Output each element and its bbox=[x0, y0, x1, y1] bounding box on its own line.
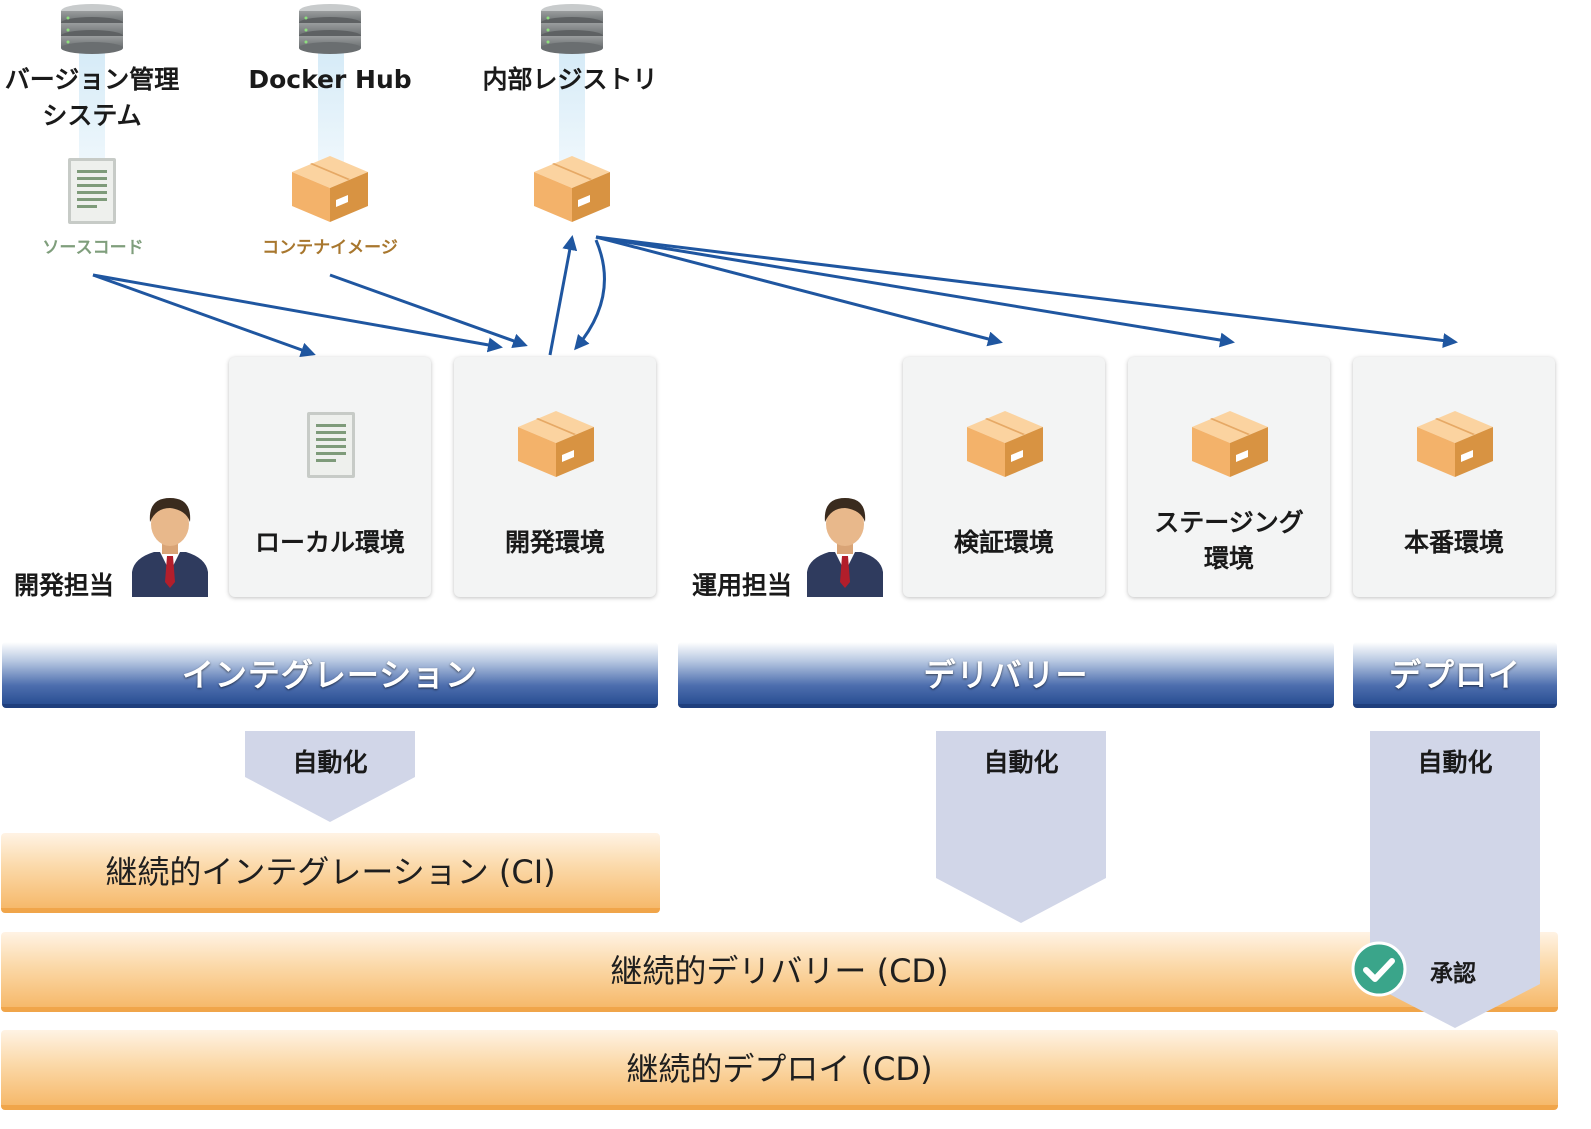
phase-integration: インテグレーション bbox=[2, 642, 658, 708]
source-label-vcs: バージョン管理 システム bbox=[4, 65, 180, 130]
arrow-registry-to-prod bbox=[595, 235, 1458, 348]
flow-arrows bbox=[92, 235, 1458, 358]
automation-label-ci: 自動化 bbox=[292, 748, 368, 777]
check-icon bbox=[1351, 941, 1407, 997]
source-beam-vcs bbox=[79, 52, 105, 162]
phase-deploy: デプロイ bbox=[1353, 642, 1557, 708]
env-dev: 開発環境 bbox=[454, 357, 656, 597]
source-beam-dockerhub bbox=[318, 52, 344, 162]
arrow-hub-to-dev bbox=[329, 273, 528, 349]
env-dev-label: 開発環境 bbox=[504, 528, 605, 557]
continuous-integration-bar: 継続的インテグレーション (CI) bbox=[1, 833, 660, 913]
automation-label-deploy: 自動化 bbox=[1417, 748, 1493, 777]
env-staging-label: ステージング 環境 bbox=[1154, 508, 1304, 573]
env-production-label: 本番環境 bbox=[1403, 528, 1504, 557]
env-production: 本番環境 bbox=[1353, 357, 1555, 597]
container-image-label: コンテナイメージ bbox=[262, 238, 398, 258]
env-verify-label: 検証環境 bbox=[953, 528, 1054, 557]
env-staging: ステージング 環境 bbox=[1128, 357, 1330, 597]
env-local-label: ローカル環境 bbox=[254, 528, 405, 557]
automation-label-delivery: 自動化 bbox=[983, 748, 1059, 777]
automation-arrow-ci bbox=[245, 731, 415, 822]
env-verify: 検証環境 bbox=[903, 357, 1105, 597]
continuous-delivery-bar: 継続的デリバリー (CD) bbox=[1, 932, 1558, 1012]
phase-delivery: デリバリー bbox=[678, 642, 1334, 708]
developer-label: 開発担当 bbox=[14, 571, 115, 600]
continuous-deploy-bar: 継続的デプロイ (CD) bbox=[1, 1030, 1558, 1110]
automation-arrow-delivery bbox=[936, 731, 1106, 923]
approval-label: 承認 bbox=[1430, 961, 1476, 987]
source-label-registry: 内部レジストリ bbox=[482, 65, 658, 94]
arrow-src-to-local bbox=[92, 273, 316, 358]
arrow-registry-to-dev bbox=[574, 239, 606, 351]
arrow-dev-to-registry bbox=[548, 235, 578, 356]
env-local: ローカル環境 bbox=[229, 357, 431, 597]
arrow-registry-to-verify bbox=[595, 235, 1003, 347]
arrow-registry-to-staging bbox=[595, 235, 1235, 348]
operator-label: 運用担当 bbox=[692, 571, 793, 600]
source-label-dockerhub: Docker Hub bbox=[248, 65, 412, 94]
source-beam-registry bbox=[559, 52, 585, 162]
arrow-src-to-dev bbox=[92, 273, 503, 353]
source-code-label: ソースコード bbox=[42, 238, 144, 258]
